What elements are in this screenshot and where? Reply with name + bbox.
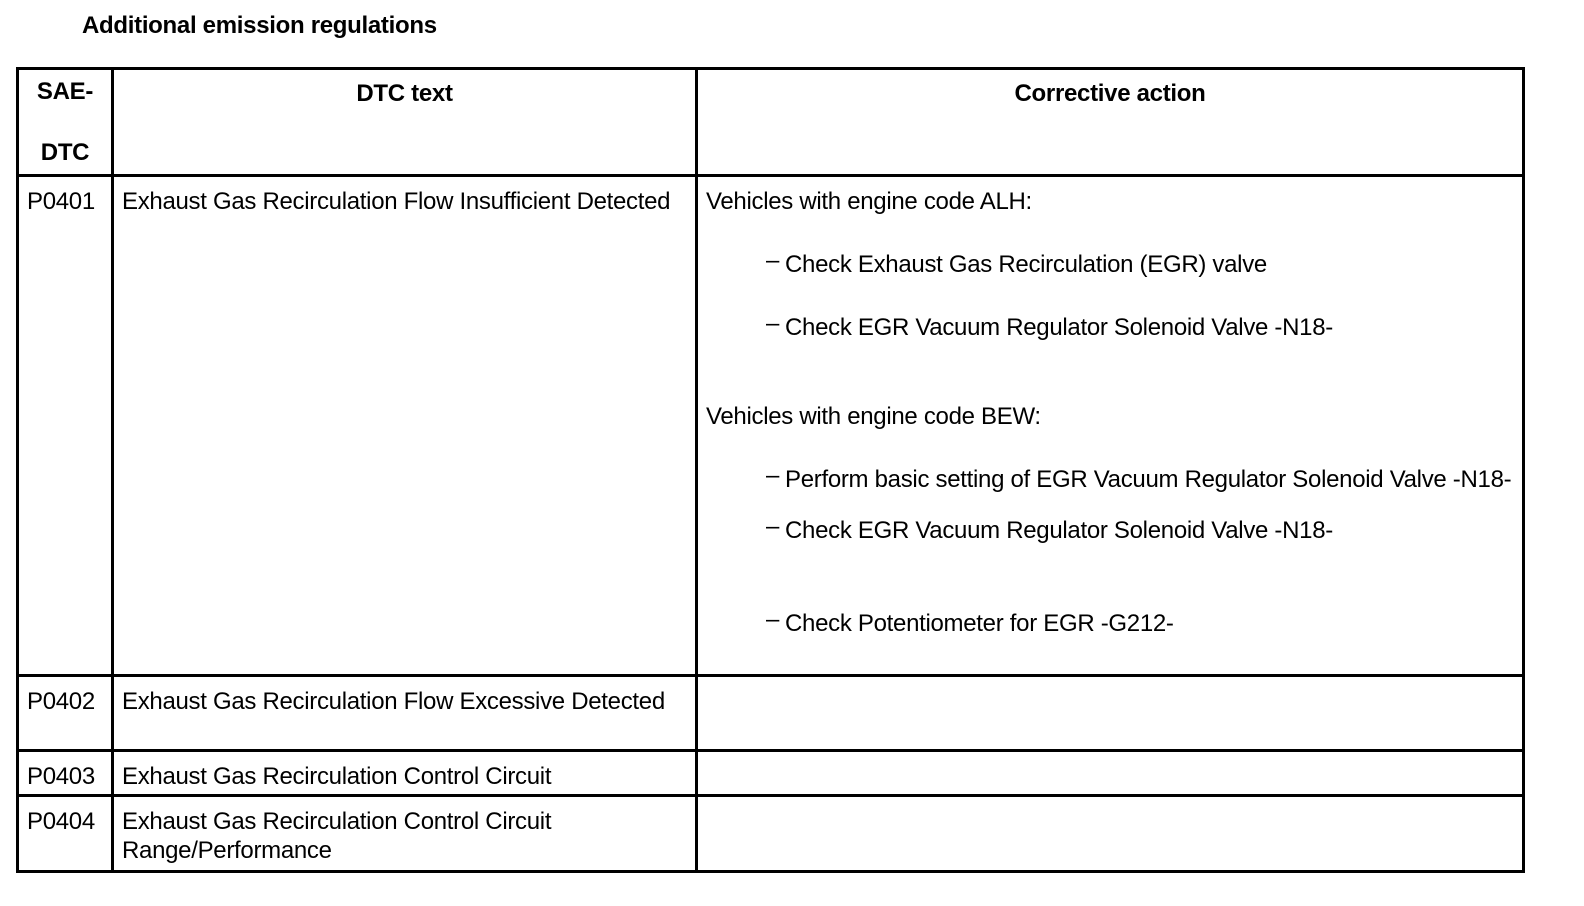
table-row: P0404 Exhaust Gas Recirculation Control … bbox=[16, 794, 1525, 873]
document-title: Additional emission regulations bbox=[82, 12, 437, 39]
dtc-code-cell: P0403 bbox=[16, 749, 114, 797]
header-corrective-action: Corrective action bbox=[695, 67, 1525, 177]
corrective-action-cell bbox=[695, 794, 1525, 873]
header-dtc-text: DTC text bbox=[111, 67, 698, 177]
engine-group-heading: Vehicles with engine code ALH: bbox=[706, 188, 1032, 215]
action-step: – Perform basic setting of EGR Vacuum Re… bbox=[706, 462, 1514, 494]
dtc-text-cell: Exhaust Gas Recirculation Control Circui… bbox=[111, 794, 698, 873]
corrective-action-cell bbox=[695, 674, 1525, 752]
action-step: – Check EGR Vacuum Regulator Solenoid Va… bbox=[706, 513, 1514, 545]
dtc-table: SAE- DTC DTC text Corrective action P040… bbox=[16, 67, 1525, 873]
table-row: P0401 Exhaust Gas Recirculation Flow Ins… bbox=[16, 174, 1525, 677]
action-step-text: Check Potentiometer for EGR -G212- bbox=[785, 610, 1174, 637]
step-marker: – bbox=[766, 606, 780, 633]
step-marker: – bbox=[766, 462, 780, 489]
dtc-text-cell: Exhaust Gas Recirculation Control Circui… bbox=[111, 749, 698, 797]
corrective-action-cell: Vehicles with engine code ALH: – Check E… bbox=[695, 174, 1525, 677]
action-step-text: Check EGR Vacuum Regulator Solenoid Valv… bbox=[785, 517, 1333, 544]
action-step-text: Perform basic setting of EGR Vacuum Regu… bbox=[785, 466, 1512, 493]
dtc-code-cell: P0404 bbox=[16, 794, 114, 873]
table-header-row: SAE- DTC DTC text Corrective action bbox=[16, 67, 1525, 177]
action-step: – Check EGR Vacuum Regulator Solenoid Va… bbox=[706, 310, 1514, 342]
header-sae-dtc: SAE- DTC bbox=[16, 67, 114, 177]
dtc-text-cell: Exhaust Gas Recirculation Flow Excessive… bbox=[111, 674, 698, 752]
action-step-text: Check Exhaust Gas Recirculation (EGR) va… bbox=[785, 251, 1267, 278]
table-row: P0402 Exhaust Gas Recirculation Flow Exc… bbox=[16, 674, 1525, 752]
step-marker: – bbox=[766, 513, 780, 540]
dtc-code-cell: P0402 bbox=[16, 674, 114, 752]
header-sae-line2: DTC bbox=[40, 139, 90, 166]
action-step-text: Check EGR Vacuum Regulator Solenoid Valv… bbox=[785, 314, 1333, 341]
dtc-code-cell: P0401 bbox=[16, 174, 114, 677]
dtc-text-cell: Exhaust Gas Recirculation Flow Insuffici… bbox=[111, 174, 698, 677]
step-marker: – bbox=[766, 247, 780, 274]
corrective-action-cell bbox=[695, 749, 1525, 797]
action-step: – Check Potentiometer for EGR -G212- bbox=[706, 606, 1514, 638]
header-sae-line1: SAE- bbox=[36, 78, 94, 105]
table-row: P0403 Exhaust Gas Recirculation Control … bbox=[16, 749, 1525, 797]
step-marker: – bbox=[766, 310, 780, 337]
engine-group-heading: Vehicles with engine code BEW: bbox=[706, 403, 1041, 430]
action-step: – Check Exhaust Gas Recirculation (EGR) … bbox=[706, 247, 1514, 279]
